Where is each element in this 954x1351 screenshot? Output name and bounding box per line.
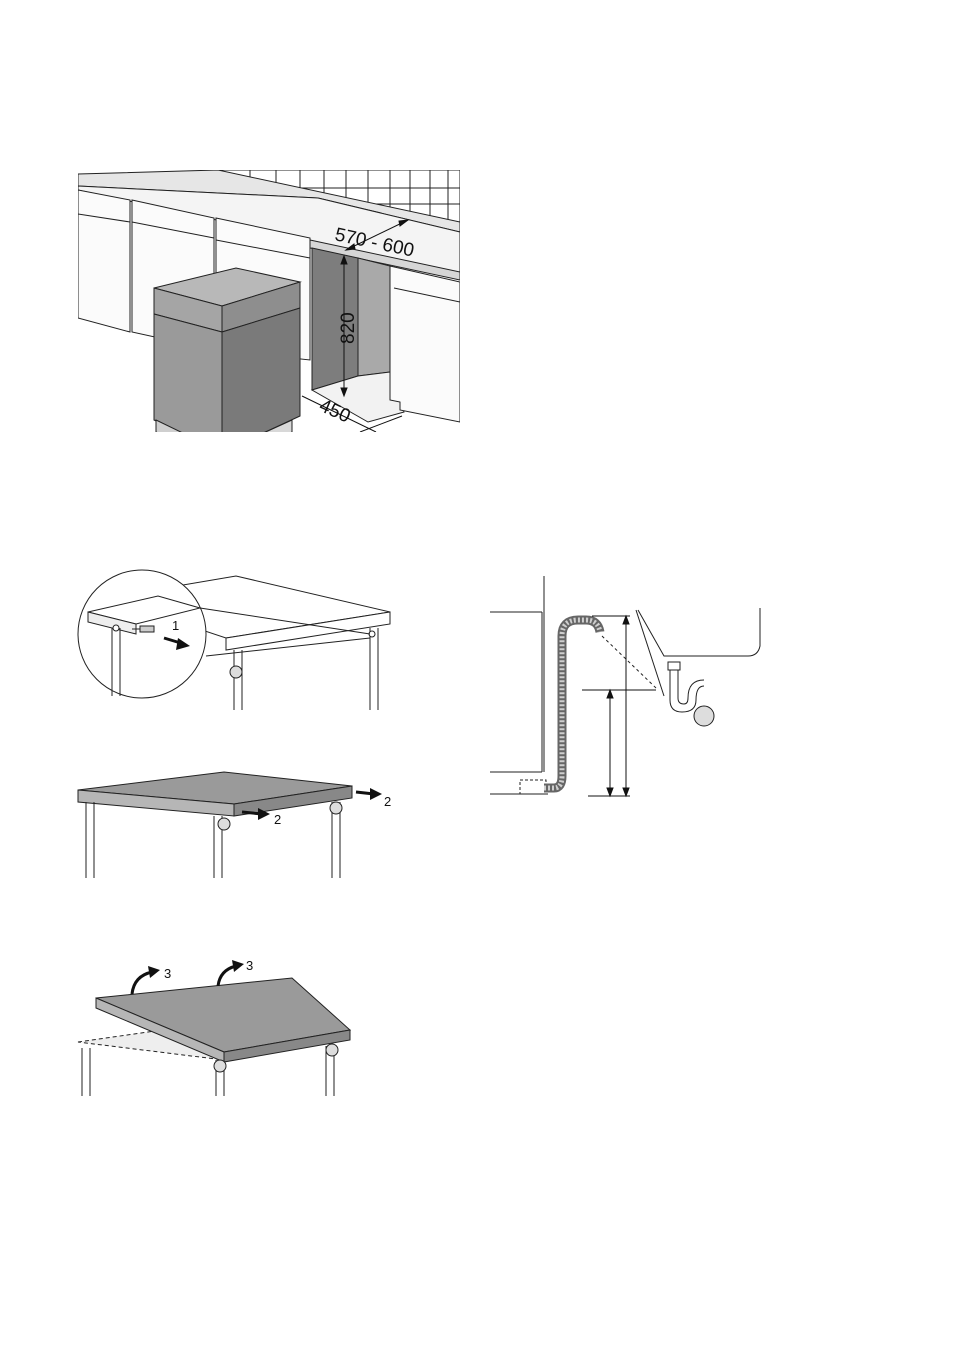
step1-number: 1 (172, 618, 179, 633)
arrowhead-step3b (232, 960, 244, 972)
drain-hose-drawing (488, 576, 764, 800)
foot-front (218, 818, 230, 830)
step2-figure: 2 2 (74, 768, 392, 878)
right-cabinet (390, 266, 460, 422)
height-dimensions (582, 616, 656, 796)
step3b-number: 3 (246, 958, 253, 973)
foot-right (330, 802, 342, 814)
arrowhead-step3a (148, 966, 160, 978)
step2-drawing: 2 2 (74, 768, 392, 878)
dishwasher (154, 268, 300, 432)
step3a-number: 3 (164, 966, 171, 981)
installation-niche-figure: 570 - 600 820 450 (78, 170, 460, 432)
arrow-step3a (132, 972, 152, 994)
screw-icon (140, 626, 154, 632)
step2b-number: 2 (384, 794, 391, 809)
foot-right (326, 1044, 338, 1056)
installation-niche-drawing: 570 - 600 820 450 (78, 170, 460, 432)
arrow-step3b (218, 966, 236, 986)
drain-outlet (520, 780, 546, 794)
dim-height-label: 820 (338, 312, 359, 344)
foot-front (230, 666, 242, 678)
step2a-number: 2 (274, 812, 281, 827)
sink-siphon (636, 608, 760, 726)
drain-hose-figure (488, 576, 764, 800)
arrow-step2b (356, 788, 382, 800)
step1-drawing: 1 (76, 568, 394, 710)
step3-drawing: 3 3 (74, 958, 364, 1096)
step1-figure: 1 (76, 568, 394, 710)
step3-figure: 3 3 (74, 958, 364, 1096)
drain-hose (544, 620, 656, 788)
foot-front (214, 1060, 226, 1072)
